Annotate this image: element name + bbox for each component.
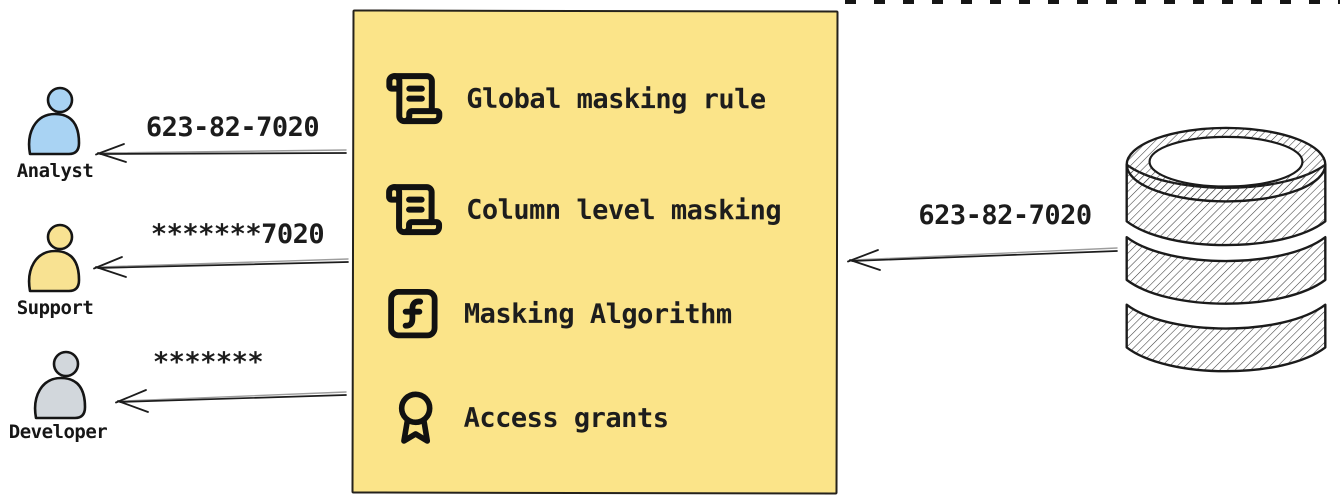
analyst-masked-value: 623-82-7020 — [145, 112, 320, 143]
award-icon — [398, 391, 433, 444]
masking-box-item-label: Column level masking — [466, 194, 782, 226]
developer-person-icon — [33, 350, 87, 420]
masking-box-row: Column level masking — [384, 175, 781, 246]
masking-box-item-label: Access grants — [463, 402, 669, 434]
database-source-value: 623-82-7020 — [918, 200, 1092, 231]
developer-label: Developer — [8, 421, 108, 443]
masking-box-row: Global masking rule — [384, 64, 766, 135]
masking-box-row: Access grants — [384, 384, 669, 453]
canvas-edge-dashed-line — [845, 0, 1340, 4]
analyst-label: Analyst — [16, 160, 94, 182]
scroll-text-icon — [386, 73, 443, 125]
analyst-person-icon — [27, 86, 81, 156]
arrow-box-to-developer — [115, 389, 347, 413]
function-square-icon — [388, 288, 438, 339]
support-person-icon — [27, 223, 81, 293]
arrow-box-to-support — [93, 256, 349, 278]
masking-box-item-label: Masking Algorithm — [463, 298, 732, 330]
masking-rules-box: Global masking rule Column level masking… — [351, 9, 839, 495]
masking-box-item-label: Global masking rule — [466, 83, 766, 115]
scroll-text-icon — [386, 184, 443, 236]
developer-masked-value: ******* — [152, 347, 264, 378]
masking-box-row: Masking Algorithm — [384, 282, 732, 347]
support-masked-value: *******7020 — [150, 219, 325, 250]
arrow-box-to-analyst — [95, 143, 347, 163]
database-icon — [1125, 126, 1327, 373]
arrow-database-to-box — [847, 247, 1118, 271]
support-label: Support — [16, 297, 94, 319]
